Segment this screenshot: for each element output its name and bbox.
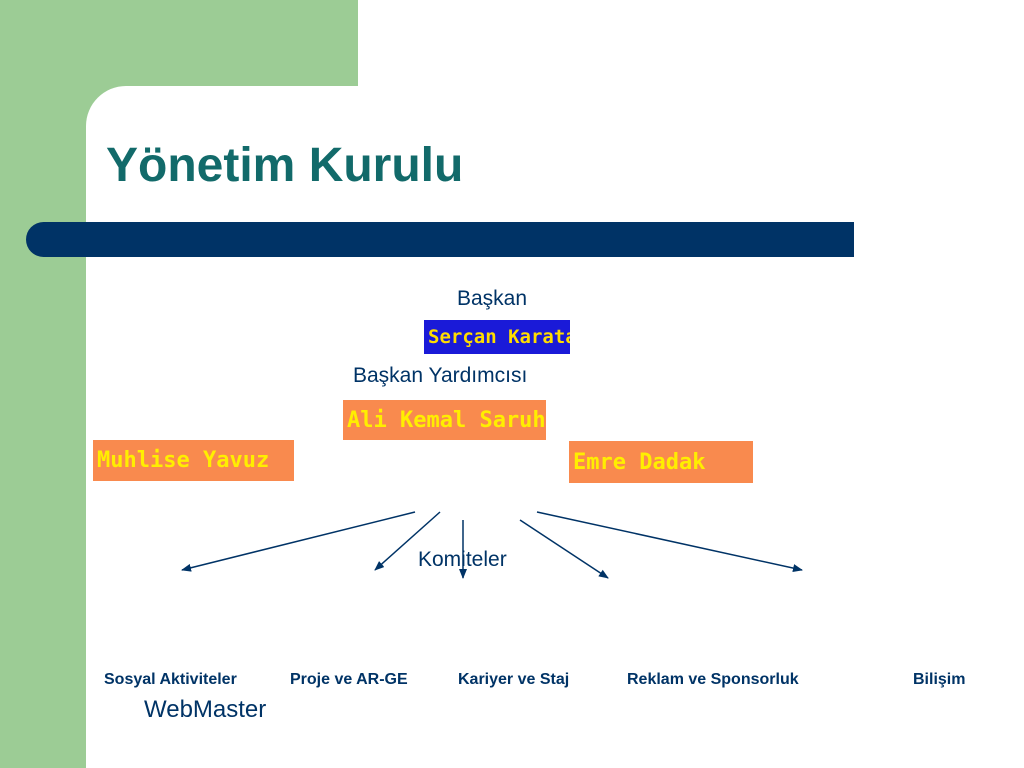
slide-title: Yönetim Kurulu [106,139,464,192]
content-panel [86,86,1024,768]
committee-project-rnd: Proje ve AR-GE [290,671,408,688]
committee-career-internship: Kariyer ve Staj [458,671,570,688]
member-name-right: Emre Dadak [569,441,753,483]
title-underline-bar [26,222,854,257]
committee-it: Bilişim [913,671,966,688]
vice-president-name: Ali Kemal Saruhan [343,400,546,440]
vice-president-label: Başkan Yardımcısı [353,364,528,387]
committee-social-activities: Sosyal Aktiviteler [104,671,237,688]
president-label: Başkan [457,287,528,310]
arrow-to-project [374,511,441,571]
webmaster-label: WebMaster [144,696,267,723]
committees-label: Komiteler [418,548,507,571]
committee-ads-sponsorship: Reklam ve Sponsorluk [627,671,799,688]
arrow-to-it [536,511,803,572]
member-name-left: Muhlise Yavuz [93,440,294,481]
arrow-to-sponsorship [519,519,609,579]
arrow-to-social [181,511,416,572]
president-name: Serçan Karataş [424,320,570,354]
